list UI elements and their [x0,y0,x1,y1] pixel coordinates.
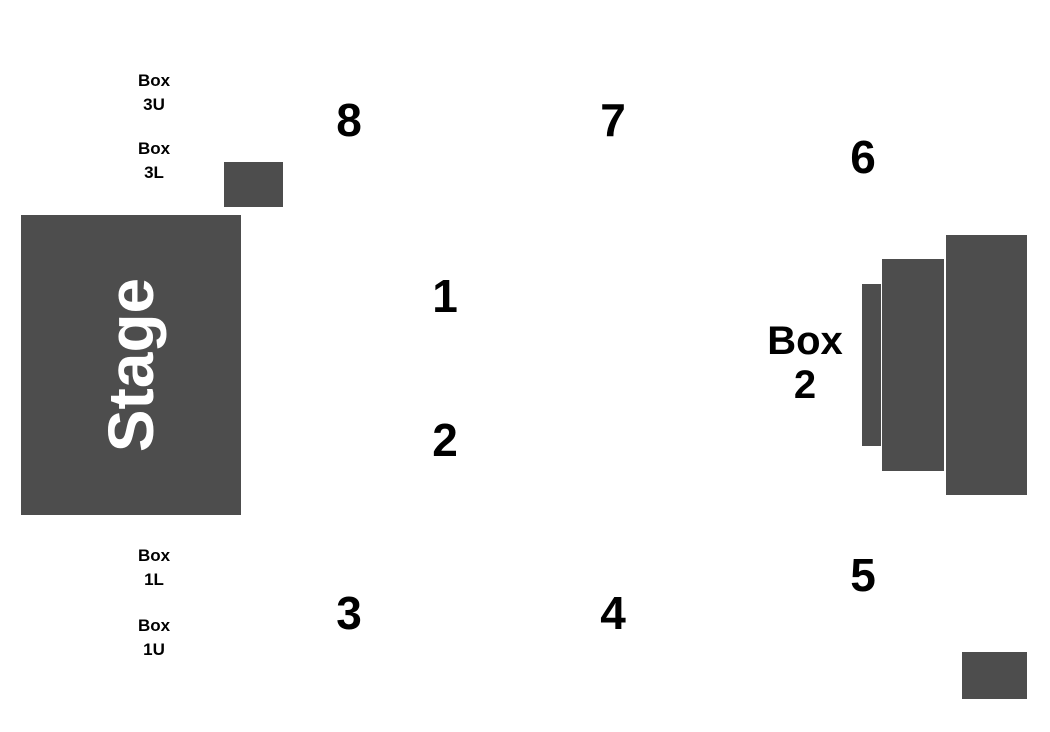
section-5-label[interactable]: 5 [850,549,876,601]
box-3u-label[interactable]: Box 3U [137,71,171,114]
stage-label: Stage [95,277,167,453]
section-7-label[interactable]: 7 [600,94,626,146]
box-3l-block[interactable] [224,162,283,207]
bottom-right-block[interactable] [962,652,1027,699]
section-1-label[interactable]: 1 [432,270,458,322]
section-8-label[interactable]: 8 [336,94,362,146]
section-3-label[interactable]: 3 [336,587,362,639]
box-2-label[interactable]: Box 2 [767,319,843,407]
section-6-label[interactable]: 6 [850,131,876,183]
box-3l-label[interactable]: Box 3L [137,139,171,182]
section-2-label[interactable]: 2 [432,414,458,466]
box-1l-label[interactable]: Box 1L [137,546,171,589]
box-2-middle-block[interactable] [882,259,944,471]
box-2-inner-block[interactable] [862,284,881,446]
section-4-label[interactable]: 4 [600,587,626,639]
box-2-outer-block[interactable] [946,235,1027,495]
box-1u-label[interactable]: Box 1U [137,616,171,659]
stage-block[interactable] [21,215,241,515]
